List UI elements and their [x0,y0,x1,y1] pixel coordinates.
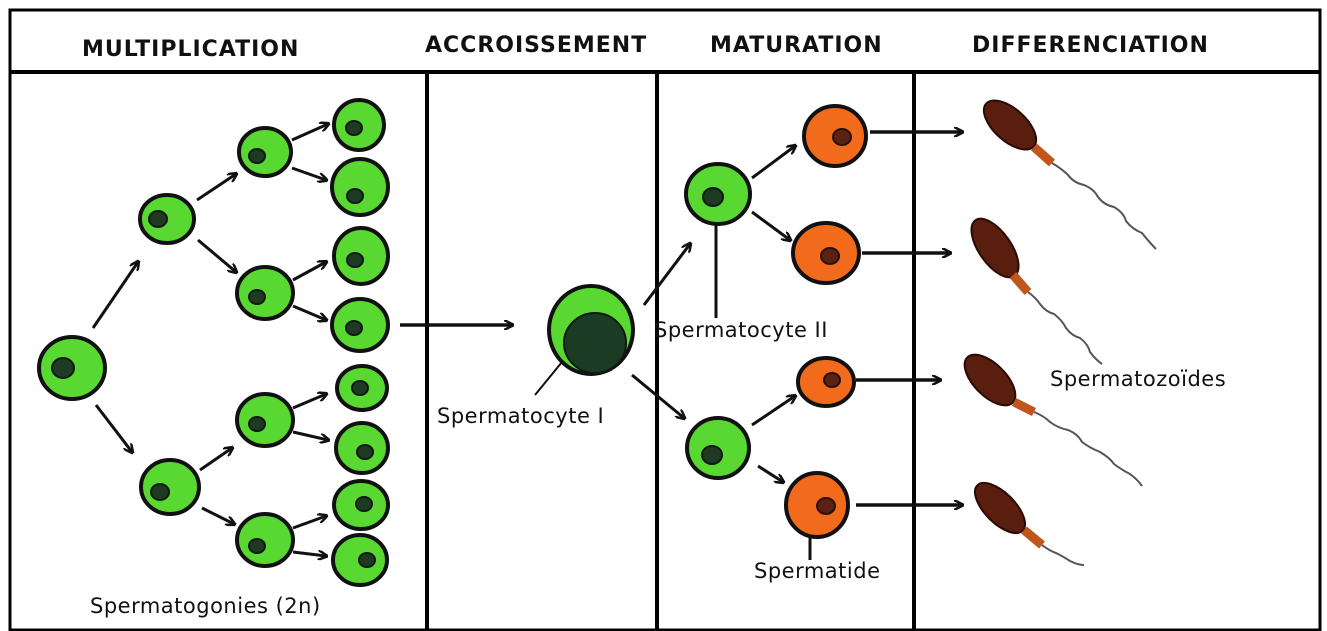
division-arrow [293,262,326,280]
nucleus [347,189,363,203]
label-spermatide: Spermatide [754,559,881,583]
nucleus [357,445,373,459]
header-maturation: MATURATION [710,33,883,58]
division-arrow [293,552,326,556]
spermatogonium-cell [237,267,293,319]
spermatogonium-cell [237,394,293,446]
nucleus [703,188,723,206]
maturation-stage: Spermatocyte II Spermatide [632,106,881,583]
division-arrow [752,146,795,178]
spermatogonium-cell [141,460,199,514]
division-arrow [197,174,236,200]
division-arrow [758,466,783,482]
nucleus [817,498,835,514]
division-arrow [93,262,138,328]
nucleus [249,149,265,163]
division-arrow [292,124,328,140]
nucleus [359,553,375,567]
label-spermatocyte-1: Spermatocyte I [437,404,604,428]
division-arrow [752,396,795,425]
meiosis-arrow [644,244,690,305]
header-accroissement: ACCROISSEMENT [425,33,647,58]
nucleus [249,539,265,553]
division-arrow [198,240,236,272]
spermatozoon [967,475,1084,565]
nucleus [824,373,840,387]
division-arrow [293,516,326,528]
nucleus [356,497,372,511]
division-arrow [202,508,234,524]
nucleus [702,446,722,464]
nucleus [346,321,362,335]
header-differenciation: DIFFERENCIATION [972,33,1209,58]
nucleus [833,129,851,145]
division-arrow [96,405,132,452]
nucleus [151,484,169,500]
label-spermatocyte-2: Spermatocyte II [654,318,828,342]
spermatogonium-cell [332,159,388,215]
accroissement-stage: Spermatocyte I [400,286,633,428]
nucleus [52,358,74,378]
header-multiplication: MULTIPLICATION [82,37,299,62]
differenciation-stage: Spermatozoïdes [856,92,1226,565]
division-arrow [293,306,326,320]
spermatozoon [976,92,1156,249]
label-spermatozoides: Spermatozoïdes [1050,367,1226,391]
nucleus [249,417,265,431]
nucleus [347,253,363,267]
label-spermatogonies: Spermatogonies (2n) [90,594,321,618]
spermatogonium-cell [237,514,293,566]
spermatozoon [962,211,1102,364]
nucleus [346,121,362,135]
multiplication-stage: Spermatogonies (2n) [39,100,388,618]
division-arrow [293,394,326,408]
nucleus [149,211,167,227]
nucleus [821,248,839,264]
spermatogonium-cell [239,128,291,176]
division-arrow [293,432,328,440]
label-pointer [535,362,562,395]
division-arrow [292,168,326,180]
nucleus [249,290,265,304]
division-arrow [200,448,232,470]
division-arrow [752,212,790,240]
spermatocyte-1-nucleus [564,313,626,373]
nucleus [352,381,368,395]
